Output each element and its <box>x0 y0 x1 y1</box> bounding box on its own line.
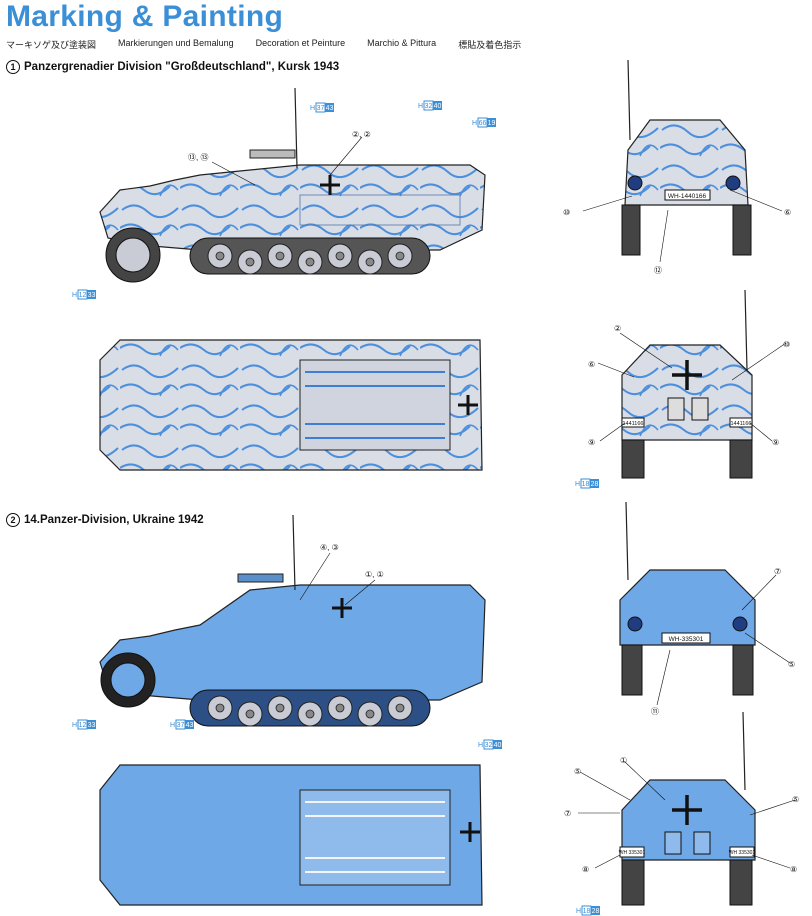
svg-text:H: H <box>576 908 581 915</box>
subtitle-italian: Marchio & Pittura <box>367 38 437 48</box>
paint-chip-s2-h32-40: H 32 40 <box>478 739 502 750</box>
svg-text:19: 19 <box>488 120 496 127</box>
scheme-1-front-view: WH-1440166 <box>621 59 752 256</box>
callout-s1-front-12: ⑫ <box>654 266 662 275</box>
svg-text:H: H <box>478 742 483 749</box>
callout-s2-rear-7: ⑦ <box>564 809 571 818</box>
scheme-1-front-plate: WH-1440166 <box>668 193 707 200</box>
svg-text:H: H <box>575 481 580 488</box>
scheme-1-side-view <box>99 87 486 283</box>
scheme-2-rear-plate-right: WH 335301 <box>729 850 756 856</box>
scheme-2-rear-view: WH 335301 WH 335301 <box>619 711 756 906</box>
svg-text:H: H <box>310 105 315 112</box>
paint-chip-s1-h37-43: H 37 43 <box>310 102 334 113</box>
svg-text:37: 37 <box>177 722 185 729</box>
subtitle-japanese: マーキソゲ及び塗装図 <box>6 40 97 50</box>
svg-text:37: 37 <box>317 105 325 112</box>
callout-s2-rear-5-right: ⑤ <box>792 795 799 804</box>
svg-text:H: H <box>418 103 423 110</box>
svg-text:H: H <box>170 722 175 729</box>
callout-s1-rear-10: ⑩ <box>783 340 790 349</box>
callout-s1-rear-6: ⑥ <box>588 360 595 369</box>
scheme-1-top-view <box>99 339 483 471</box>
callout-s1-side-2: ②, ② <box>352 130 371 139</box>
scheme-1-title: 1 Panzergrenadier Division "Großdeutschla… <box>6 60 339 74</box>
callout-s1-front-6: ⑥ <box>784 208 791 217</box>
callout-s2-front-11: ⑪ <box>651 707 659 716</box>
scheme-2-number: 2 <box>6 513 20 527</box>
subtitle-chinese: 標貼及着色指示 <box>458 40 522 50</box>
paint-chip-s1-h12-33: H 12 33 <box>72 289 96 300</box>
scheme-2-front-view: WH-335301 <box>619 501 756 696</box>
callout-s1-rear-9-left: ⑨ <box>588 438 595 447</box>
callout-s1-side-13: ⑬, ⑬ <box>188 153 208 162</box>
scheme-1-rear-plate-left: 1441166 <box>622 421 643 427</box>
svg-text:28: 28 <box>591 481 599 488</box>
page-title: Marking & Painting <box>6 0 284 33</box>
svg-text:43: 43 <box>326 105 334 112</box>
paint-chip-s1-h18-28: H 18 28 <box>575 478 599 489</box>
paint-chip-s1-h66-19: H 66 19 <box>472 117 496 128</box>
paint-chip-s1-h32-40: H 32 40 <box>418 100 442 111</box>
svg-text:32: 32 <box>425 103 433 110</box>
svg-text:12: 12 <box>79 292 87 299</box>
svg-text:66: 66 <box>479 120 487 127</box>
svg-text:43: 43 <box>186 722 194 729</box>
callout-s1-front-10: ⑩ <box>563 208 570 217</box>
subtitle-french: Decoration et Peinture <box>255 38 346 48</box>
callout-s2-rear-8-right: ⑧ <box>790 865 797 874</box>
callout-s1-rear-2: ② <box>614 324 621 333</box>
callout-s2-front-7: ⑦ <box>774 567 781 576</box>
svg-text:40: 40 <box>434 103 442 110</box>
subtitle-german: Markierungen und Bemalung <box>118 38 234 48</box>
callout-s1-rear-9-right: ⑨ <box>772 438 779 447</box>
callout-s2-side-1: ①, ① <box>365 570 384 579</box>
svg-text:H: H <box>472 120 477 127</box>
svg-text:33: 33 <box>88 292 96 299</box>
paint-chip-s2-h37-43: H 37 43 <box>170 719 194 730</box>
scheme-2-name: 14.Panzer-Division, Ukraine 1942 <box>24 514 204 526</box>
scheme-2-rear-plate-left: WH 335301 <box>619 850 646 856</box>
svg-text:28: 28 <box>592 908 600 915</box>
callout-s2-front-5: ⑤ <box>788 660 795 669</box>
subtitle-row: マーキソゲ及び塗装図 Markierungen und Bemalung Dec… <box>6 38 521 51</box>
svg-text:18: 18 <box>582 481 590 488</box>
scheme-2-side-view <box>99 514 486 727</box>
scheme-1-rear-plate-right: 1441166 <box>730 421 751 427</box>
callout-s2-side-4-3: ④, ③ <box>320 543 339 552</box>
scheme-1-rear-view: 1441166 1441166 <box>621 289 753 479</box>
svg-text:H: H <box>72 722 77 729</box>
scheme-2-title: 2 14.Panzer-Division, Ukraine 1942 <box>6 513 204 527</box>
svg-text:32: 32 <box>485 742 493 749</box>
scheme-1-number: 1 <box>6 60 20 74</box>
scheme-1-name: Panzergrenadier Division "Großdeutschlan… <box>24 61 340 73</box>
paint-chip-s2-h18-28: H 18 28 <box>576 905 600 916</box>
scheme-2-top-view <box>99 764 483 906</box>
callout-s2-rear-1: ① <box>620 756 627 765</box>
callout-s2-rear-8-left: ⑧ <box>582 865 589 874</box>
svg-text:H: H <box>72 292 77 299</box>
svg-text:33: 33 <box>88 722 96 729</box>
paint-chip-s2-h12-33: H 12 33 <box>72 719 96 730</box>
svg-text:12: 12 <box>79 722 87 729</box>
svg-text:40: 40 <box>494 742 502 749</box>
svg-text:18: 18 <box>583 908 591 915</box>
callout-s2-rear-5-left: ⑤ <box>574 767 581 776</box>
scheme-2-front-plate: WH-335301 <box>669 636 704 643</box>
